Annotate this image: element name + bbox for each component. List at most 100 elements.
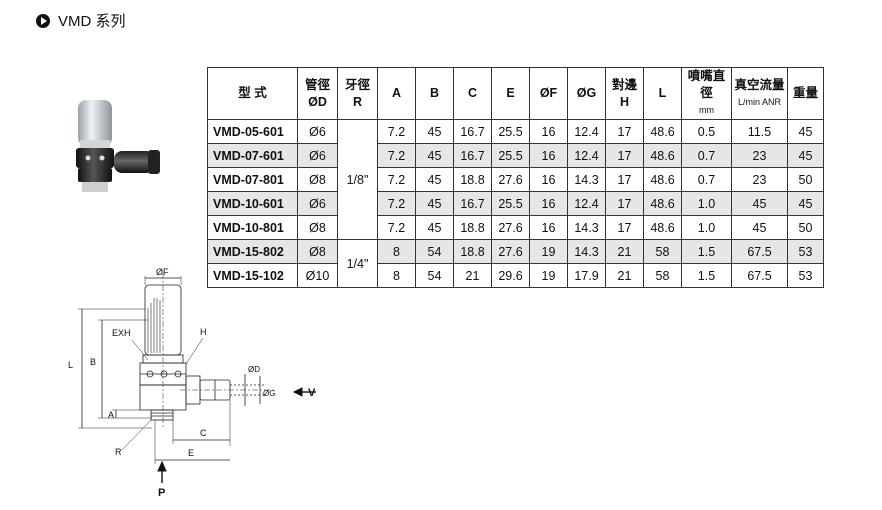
cell-b: 45: [415, 119, 454, 144]
cell-h: 17: [605, 191, 644, 216]
cell-b: 45: [415, 167, 454, 192]
header-g: ØG: [567, 67, 606, 120]
cell-l: 48.6: [643, 167, 682, 192]
cell-l: 48.6: [643, 143, 682, 168]
cell-weight: 50: [787, 167, 824, 192]
header-weight: 重量: [787, 67, 824, 120]
cell-b: 45: [415, 143, 454, 168]
cell-g: 12.4: [567, 119, 606, 144]
cell-weight: 45: [787, 143, 824, 168]
cell-weight: 45: [787, 119, 824, 144]
cell-d: Ø10: [297, 263, 338, 288]
header-model: 型 式: [207, 67, 298, 120]
cell-flow: 23: [731, 167, 788, 192]
cell-h: 21: [605, 263, 644, 288]
cell-c: 16.7: [453, 119, 492, 144]
label-p: P: [158, 487, 165, 499]
cell-h: 21: [605, 239, 644, 264]
cell-f: 16: [529, 119, 568, 144]
cell-c: 21: [453, 263, 492, 288]
cell-h: 17: [605, 119, 644, 144]
cell-g: 12.4: [567, 191, 606, 216]
cell-model: VMD-15-802: [207, 239, 298, 264]
cell-c: 16.7: [453, 191, 492, 216]
cell-e: 25.5: [491, 119, 530, 144]
table-row: VMD-07-801 Ø8 7.2 45 18.8 27.6 16 14.3 1…: [207, 167, 824, 192]
cell-l: 48.6: [643, 119, 682, 144]
play-bullet-icon: [36, 13, 50, 28]
cell-e: 27.6: [491, 215, 530, 240]
table-row: VMD-05-601 Ø6 1/8" 7.2 45 16.7 25.5 16 1…: [207, 119, 824, 240]
cell-thread: 1/8": [337, 119, 378, 240]
cell-f: 16: [529, 143, 568, 168]
cell-g: 14.3: [567, 167, 606, 192]
cell-d: Ø6: [297, 191, 338, 216]
cell-e: 27.6: [491, 167, 530, 192]
cell-e: 25.5: [491, 143, 530, 168]
cell-d: Ø8: [297, 239, 338, 264]
cell-model: VMD-07-601: [207, 143, 298, 168]
cell-f: 16: [529, 191, 568, 216]
label-l: L: [68, 360, 73, 370]
cell-h: 17: [605, 167, 644, 192]
cell-b: 54: [415, 239, 454, 264]
cell-h: 17: [605, 215, 644, 240]
header-l: L: [643, 67, 682, 120]
label-c: C: [200, 428, 207, 438]
cell-a: 7.2: [377, 215, 416, 240]
cell-model: VMD-10-601: [207, 191, 298, 216]
cell-e: 29.6: [491, 263, 530, 288]
table-row: VMD-07-601 Ø6 7.2 45 16.7 25.5 16 12.4 1…: [207, 143, 824, 168]
cell-f: 16: [529, 215, 568, 240]
cell-b: 54: [415, 263, 454, 288]
label-v: V: [308, 387, 316, 399]
page-title-text: VMD 系列: [58, 13, 126, 30]
cell-weight: 53: [787, 239, 824, 264]
cell-nozzle: 0.7: [681, 167, 732, 192]
label-a: A: [108, 410, 114, 420]
cell-flow: 45: [731, 215, 788, 240]
cell-g: 17.9: [567, 263, 606, 288]
cell-nozzle: 0.7: [681, 143, 732, 168]
label-f: ØF: [156, 268, 169, 277]
label-exh: EXH: [112, 328, 131, 338]
header-e: E: [491, 67, 530, 120]
cell-nozzle: 1.0: [681, 215, 732, 240]
header-a: A: [377, 67, 416, 120]
label-h: H: [200, 327, 207, 337]
label-r: R: [115, 447, 122, 457]
table-row: VMD-10-801 Ø8 7.2 45 18.8 27.6 16 14.3 1…: [207, 215, 824, 240]
cell-c: 18.8: [453, 239, 492, 264]
header-c: C: [453, 67, 492, 120]
cell-c: 16.7: [453, 143, 492, 168]
cell-a: 8: [377, 263, 416, 288]
page-title: VMD 系列: [36, 10, 126, 31]
header-f: ØF: [529, 67, 568, 120]
cell-model: VMD-10-801: [207, 215, 298, 240]
cell-g: 14.3: [567, 239, 606, 264]
label-e: E: [188, 448, 194, 458]
cell-d: Ø8: [297, 167, 338, 192]
cell-flow: 23: [731, 143, 788, 168]
cell-l: 58: [643, 239, 682, 264]
cell-model: VMD-07-801: [207, 167, 298, 192]
cell-nozzle: 1.5: [681, 263, 732, 288]
table-row: VMD-10-601 Ø6 7.2 45 16.7 25.5 16 12.4 1…: [207, 191, 824, 216]
cell-h: 17: [605, 143, 644, 168]
cell-model: VMD-05-601: [207, 119, 298, 144]
table-row: VMD-15-802 Ø8 1/4" 8 54 18.8 27.6 19 14.…: [207, 239, 824, 288]
cell-weight: 53: [787, 263, 824, 288]
cell-e: 27.6: [491, 239, 530, 264]
cell-f: 19: [529, 239, 568, 264]
cell-weight: 45: [787, 191, 824, 216]
cell-a: 7.2: [377, 119, 416, 144]
cell-l: 58: [643, 263, 682, 288]
label-b: B: [90, 357, 96, 367]
cell-flow: 45: [731, 191, 788, 216]
cell-nozzle: 0.5: [681, 119, 732, 144]
